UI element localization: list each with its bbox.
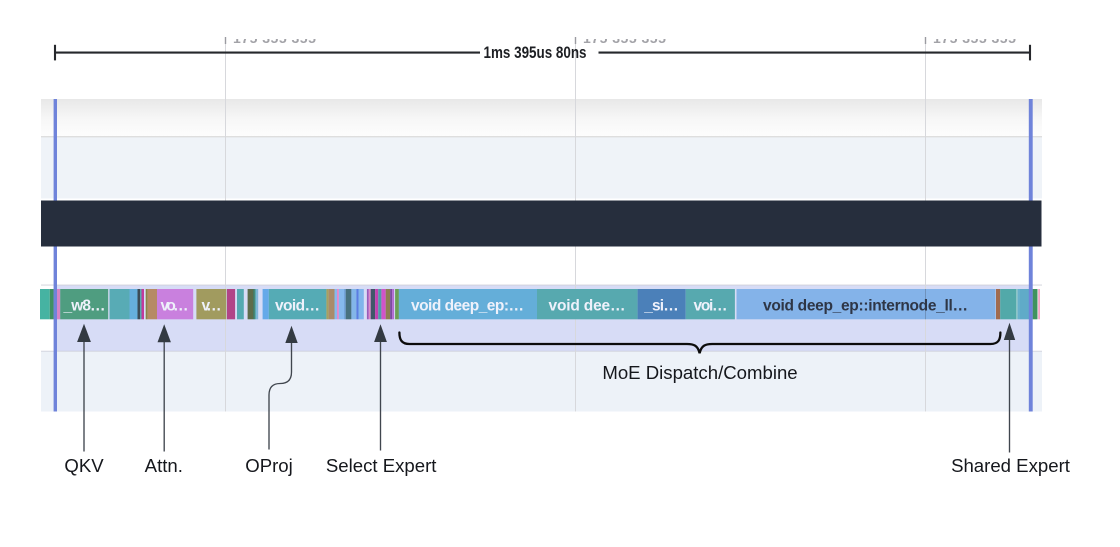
svg-text:Shared Expert: Shared Expert [951, 455, 1071, 476]
svg-text:vo…: vo… [161, 298, 189, 315]
svg-text:175 355 355: 175 355 355 [933, 30, 1016, 46]
svg-text:v…: v… [202, 298, 222, 315]
svg-text:void deep_ep::internode_ll…: void deep_ep::internode_ll… [763, 298, 968, 315]
svg-text:Select Expert: Select Expert [326, 455, 437, 476]
svg-text:void…: void… [275, 298, 320, 315]
svg-text:MoE Dispatch/Combine: MoE Dispatch/Combine [602, 362, 797, 383]
svg-text:175 355 355: 175 355 355 [233, 30, 316, 46]
svg-text:void deep_ep:…: void deep_ep:… [411, 298, 524, 315]
svg-text:_si…: _si… [643, 298, 679, 315]
svg-text:void dee…: void dee… [549, 298, 626, 315]
svg-text:QKV: QKV [64, 455, 104, 476]
svg-text:OProj: OProj [245, 455, 293, 476]
svg-text:1ms 395us 80ns: 1ms 395us 80ns [484, 44, 587, 62]
svg-text:Attn.: Attn. [145, 455, 183, 476]
svg-text:_w8…: _w8… [63, 298, 106, 315]
svg-text:175 355 355: 175 355 355 [583, 30, 666, 46]
svg-text:voi…: voi… [694, 298, 728, 315]
